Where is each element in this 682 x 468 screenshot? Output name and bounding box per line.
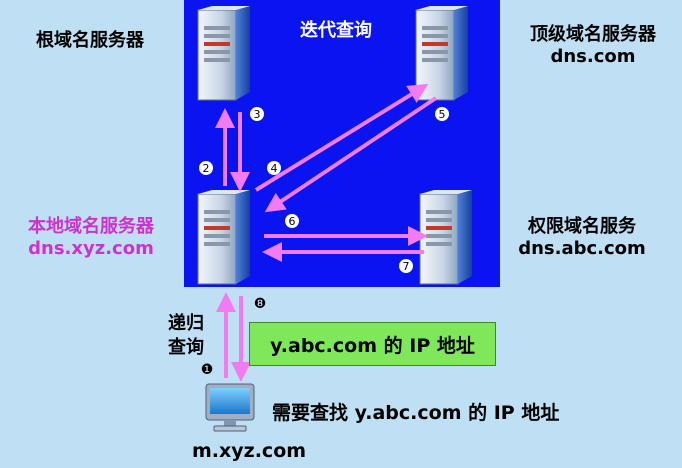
client-host-label: m.xyz.com — [192, 440, 307, 462]
step-badges: 2 3 4 5 6 7 ❶ ❽ — [199, 107, 449, 378]
step-badge-1: ❶ — [201, 362, 214, 378]
local-server-label: 本地域名服务器 — [28, 216, 154, 237]
step-badge-4: 4 — [271, 162, 278, 175]
answer-box: y.abc.com 的 IP 地址 — [249, 322, 496, 366]
step-badge-2: 2 — [203, 162, 210, 175]
step-badge-8: ❽ — [254, 296, 267, 312]
step-badge-3: 3 — [254, 108, 261, 121]
tld-server-label-group: 顶级域名服务器 dns.com — [508, 20, 678, 67]
arrow-step-5 — [264, 96, 438, 213]
auth-server-host: dns.abc.com — [518, 238, 646, 259]
tld-server-label: 顶级域名服务器 — [530, 24, 656, 45]
root-server-icon — [197, 6, 250, 101]
auth-server-label-group: 权限域名服务 dns.abc.com — [502, 212, 662, 259]
client-request-label: 需要查找 y.abc.com 的 IP 地址 — [272, 402, 560, 424]
recursive-query-line1: 递归 — [168, 313, 204, 334]
auth-server-label: 权限域名服务 — [528, 216, 636, 237]
auth-server-icon — [419, 190, 472, 285]
root-server-label: 根域名服务器 — [36, 30, 144, 51]
local-server-host: dns.xyz.com — [28, 238, 154, 259]
step-badge-7: 7 — [403, 260, 410, 273]
recursive-query-label: 递归 查询 — [168, 312, 204, 360]
step-badge-6: 6 — [289, 215, 296, 228]
iterative-query-title: 迭代查询 — [300, 20, 372, 41]
recursive-query-line2: 查询 — [168, 337, 204, 358]
local-server-label-group: 本地域名服务器 dns.xyz.com — [2, 212, 180, 259]
query-arrows — [215, 83, 438, 382]
step-badge-5: 5 — [439, 108, 446, 121]
arrow-step-4 — [254, 83, 429, 192]
client-computer-icon — [205, 383, 255, 432]
local-server-icon — [197, 190, 250, 285]
tld-server-host: dns.com — [550, 46, 636, 67]
